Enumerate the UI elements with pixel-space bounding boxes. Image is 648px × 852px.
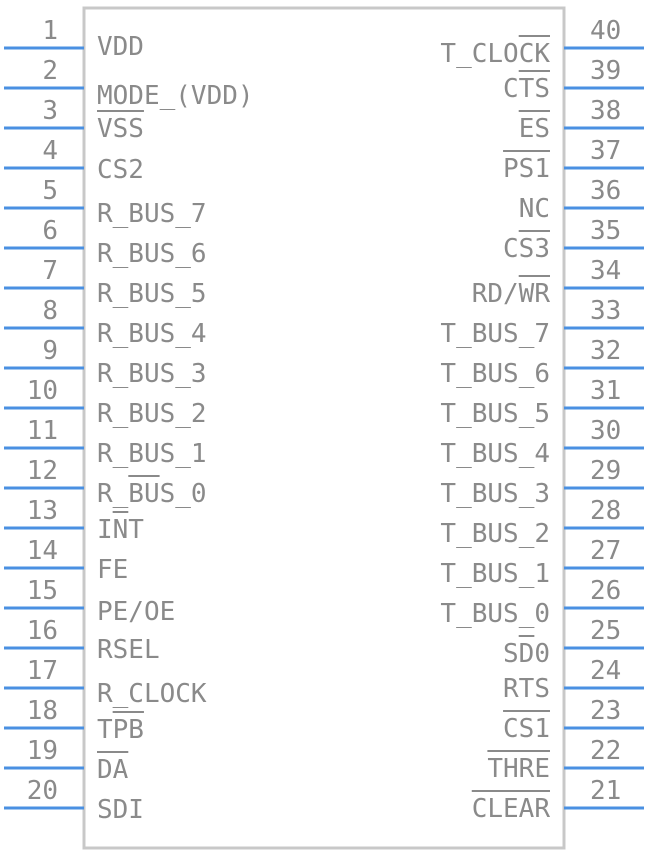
pin-number: 39	[590, 56, 621, 86]
pin-name: CS3	[503, 234, 550, 264]
pin-name: CS2	[97, 155, 144, 185]
pin-number: 5	[42, 176, 58, 206]
pin-name: THRE	[487, 754, 550, 784]
pin-name: FE	[97, 555, 128, 585]
pin-number: 30	[590, 416, 621, 446]
pin-number: 21	[590, 776, 621, 806]
pin-number: 32	[590, 336, 621, 366]
pin-number: 23	[590, 696, 621, 726]
pin-number: 12	[27, 456, 58, 486]
pin-number: 10	[27, 376, 58, 406]
pin-number: 28	[590, 496, 621, 526]
pin-name: R_BUS_7	[97, 199, 207, 229]
pin-name: SD0	[503, 639, 550, 669]
pin-name: CS1	[503, 714, 550, 744]
pin-name: R_BUS_2	[97, 399, 207, 429]
pin-name: R_BUS_1	[97, 439, 207, 469]
pin-name: DA	[97, 755, 129, 785]
pin-name: R_BUS_5	[97, 279, 207, 309]
pin-number: 20	[27, 776, 58, 806]
pin-name: T_BUS_2	[440, 519, 550, 549]
pin-number: 27	[590, 536, 621, 566]
pin-name: TPB	[97, 715, 144, 745]
pin-name: RSEL	[97, 635, 160, 665]
pin-number: 4	[42, 136, 58, 166]
pin-number: 13	[27, 496, 58, 526]
pin-number: 40	[590, 16, 621, 46]
pin-name: NC	[519, 194, 550, 224]
pin-name: CLEAR	[472, 794, 551, 824]
pin-number: 37	[590, 136, 621, 166]
pin-name: T_BUS_1	[440, 559, 550, 589]
pin-name: T_BUS_5	[440, 399, 550, 429]
pin-number: 35	[590, 216, 621, 246]
pin-number: 1	[42, 16, 58, 46]
pin-name: INT	[97, 515, 144, 545]
pin-number: 3	[42, 96, 58, 126]
pin-number: 14	[27, 536, 58, 566]
pin-number: 16	[27, 616, 58, 646]
pin-name: R_BUS_6	[97, 239, 207, 269]
pin-name: T_BUS_0	[440, 599, 550, 629]
pin-number: 7	[42, 256, 58, 286]
pin-number: 17	[27, 656, 58, 686]
pin-number: 33	[590, 296, 621, 326]
pin-number: 26	[590, 576, 621, 606]
pin-name: VDD	[97, 32, 144, 62]
pin-number: 36	[590, 176, 621, 206]
pin-number: 11	[27, 416, 58, 446]
pin-name: PE/OE	[97, 597, 175, 627]
pin-number: 31	[590, 376, 621, 406]
pin-name: VSS	[97, 114, 144, 144]
pin-name: T_BUS_6	[440, 359, 550, 389]
pin-number: 24	[590, 656, 621, 686]
pin-name: R_CLOCK	[97, 679, 207, 709]
ic-body	[82, 6, 566, 850]
pin-number: 22	[590, 736, 621, 766]
pin-name: SDI	[97, 795, 144, 825]
pin-number: 34	[590, 256, 621, 286]
pin-number: 25	[590, 616, 621, 646]
pin-name: CTS	[503, 74, 550, 104]
pin-number: 29	[590, 456, 621, 486]
pin-name: R_BUS_3	[97, 359, 207, 389]
pin-number: 2	[42, 56, 58, 86]
pin-name: R_BUS_4	[97, 319, 207, 349]
pin-number: 15	[27, 576, 58, 606]
pin-name: T_CLOCK	[440, 39, 550, 69]
pin-name: T_BUS_3	[440, 479, 550, 509]
pin-name: T_BUS_7	[440, 319, 550, 349]
pin-name: ES	[519, 114, 550, 144]
pin-number: 18	[27, 696, 58, 726]
pin-name: MODE_(VDD)	[97, 81, 254, 111]
pin-number: 19	[27, 736, 58, 766]
pin-number: 6	[42, 216, 58, 246]
pin-name: RD/WR	[472, 279, 551, 309]
pin-number: 9	[42, 336, 58, 366]
pin-name: PS1	[503, 154, 550, 184]
pin-name: T_BUS_4	[440, 439, 550, 469]
pin-number: 38	[590, 96, 621, 126]
pin-name: RTS	[503, 674, 550, 704]
pin-number: 8	[42, 296, 58, 326]
pin-name: R_BUS_0	[97, 479, 207, 509]
